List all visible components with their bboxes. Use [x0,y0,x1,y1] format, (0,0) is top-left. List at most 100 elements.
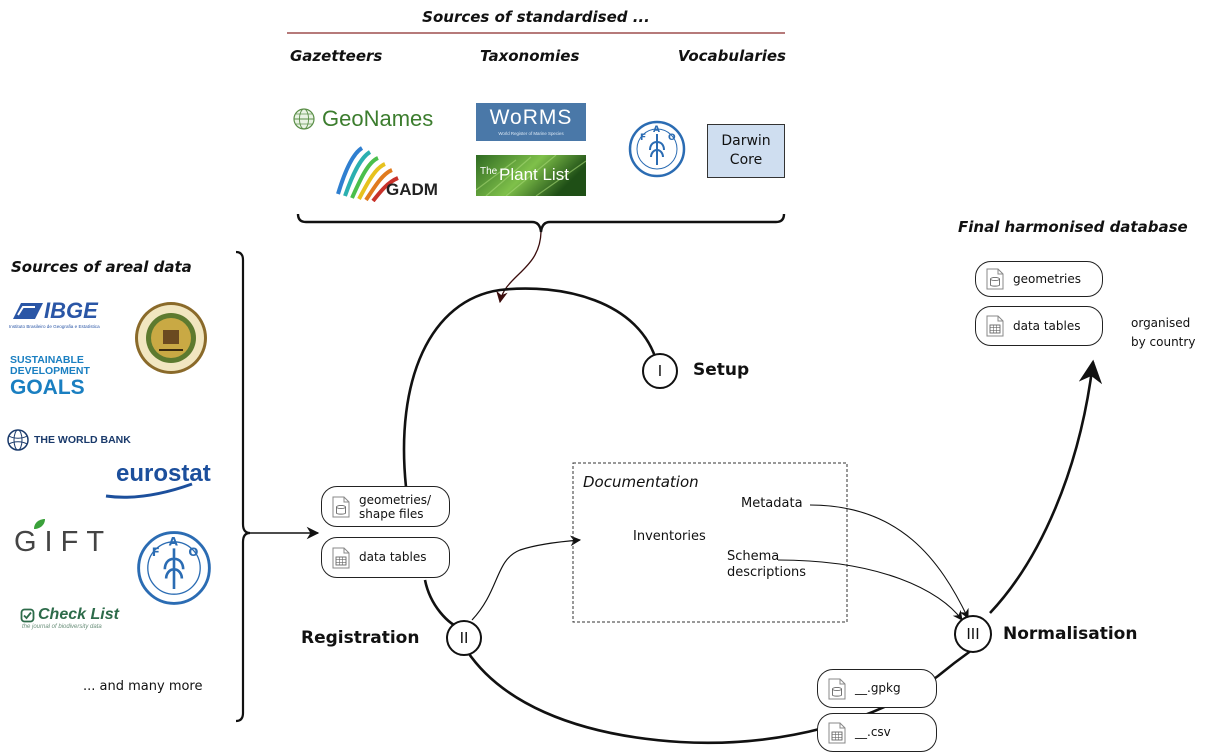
documentation-inventories: Inventories [633,529,706,544]
svg-text:F: F [640,133,646,143]
darwin-core-line2: Core [729,152,763,168]
fao-emblem-icon: F A O [137,531,211,605]
normalisation-label: Normalisation [1003,624,1138,644]
checklist-logo: Check List the journal of biodiversity d… [20,606,119,630]
registration-numeral: II [446,620,482,656]
gift-leaf-icon [34,519,45,529]
svg-text:O: O [188,545,198,559]
svg-text:O: O [668,133,676,143]
database-file-icon [332,496,350,517]
eurostat-logo: eurostat [104,456,214,500]
checklist-text: Check List [38,606,119,623]
worldbank-text: THE WORLD BANK [34,434,131,446]
cycle-output-arc [989,359,1103,614]
ibge-logo: IBGE Instituto Brasileiro de Geografia e… [9,298,121,329]
plantlist-text: Plant List [499,165,569,184]
taxonomies-heading: Taxonomies [480,47,580,65]
svg-text:A: A [169,535,179,549]
normalisation-numeral: III [954,615,992,653]
svg-text:F: F [152,545,160,559]
worms-subtitle: World Register of Marine Species [498,131,564,136]
documentation-schema: Schema descriptions [727,549,806,581]
output-csv-label: __.csv [855,725,891,739]
cycle-setup-arc [402,287,659,488]
geonames-logo: GeoNames [292,106,433,132]
ibge-subtitle: Instituto Brasileiro de Geografia e Esta… [9,324,100,329]
registration-geometries-line1: geometries/ [359,492,432,507]
setup-numeral: I [642,353,678,389]
registration-tables-pill: data tables [321,537,450,578]
output-gpkg-label: __.gpkg [855,681,901,695]
setup-label: Setup [693,360,750,380]
ibge-mark-icon [13,303,43,319]
fao-logo-top: F A O [628,120,686,182]
worms-logo: WoRMS World Register of Marine Species [476,103,586,141]
fao-emblem-icon: F A O [628,120,686,178]
metadata-arrow [809,504,969,619]
final-tables-label: data tables [1013,318,1081,333]
final-note: organised by country [1131,314,1195,352]
fao-logo-left: F A O [136,530,212,610]
government-seal-logo [133,300,209,380]
sdg-line3: GOALS [10,376,85,399]
gift-logo: GIFT [14,518,112,559]
seal-icon [135,302,207,374]
spreadsheet-file-icon [828,722,846,743]
areal-more: ... and many more [83,679,203,694]
schema-arrow [777,559,963,621]
documentation-schema-line2: descriptions [727,565,807,580]
geonames-text: GeoNames [322,106,434,131]
plantlist-the: The [480,166,498,177]
vocabularies-heading: Vocabularies [677,47,786,65]
checklist-subtitle: the journal of biodiversity data [22,624,102,630]
spreadsheet-file-icon [332,547,350,568]
darwin-core-logo: Darwin Core [707,124,785,178]
globe-icon [293,108,315,130]
worms-text: WoRMS [489,106,573,129]
gazetteers-heading: Gazetteers [290,47,383,65]
registration-geometries-line2: shape files [359,506,424,521]
plantlist-logo: The Plant List [476,155,586,196]
areal-brace [235,250,251,723]
documentation-box [572,462,848,623]
leaf-texture [476,155,586,196]
database-file-icon [986,268,1004,290]
final-title: Final harmonised database [958,218,1188,236]
areal-title: Sources of areal data [11,258,192,276]
registration-doc-arrow [471,535,582,621]
checkbox-icon [20,608,35,622]
svg-text:A: A [653,125,660,135]
output-gpkg-pill: __.gpkg [817,669,937,708]
final-note-line2: by country [1131,335,1196,349]
documentation-metadata: Metadata [741,496,803,511]
final-tables-pill: data tables [975,306,1103,346]
worldbank-globe-icon [7,429,29,451]
standardised-arrow [496,231,542,304]
gift-text: GIFT [14,526,113,558]
final-note-line1: organised [1131,316,1191,330]
sdg-logo: SUSTAINABLE DEVELOPMENT GOALS [10,355,90,399]
registration-label: Registration [301,628,420,648]
standardised-title: Sources of standardised ... [422,8,650,26]
worldbank-logo: THE WORLD BANK [6,428,131,452]
standardised-brace [296,213,786,233]
gadm-stripes-icon [336,146,399,203]
registration-geometries-pill: geometries/ shape files [321,486,450,527]
sdg-line2: DEVELOPMENT [10,365,90,377]
eurostat-text: eurostat [116,460,211,487]
darwin-core-line1: Darwin [721,133,771,149]
output-csv-pill: __.csv [817,713,937,752]
documentation-title: Documentation [583,473,699,491]
database-file-icon [828,678,846,699]
documentation-schema-line1: Schema [727,549,780,564]
gadm-text: GADM [386,180,438,199]
registration-tables-label: data tables [359,550,427,564]
final-geometries-label: geometries [1013,271,1082,286]
gadm-logo: GADM [330,144,446,203]
ibge-text: IBGE [44,298,98,323]
cycle-bottom-arc [465,648,973,745]
final-geometries-pill: geometries [975,261,1103,297]
eurostat-swoosh-icon [105,482,193,499]
spreadsheet-file-icon [986,315,1004,337]
